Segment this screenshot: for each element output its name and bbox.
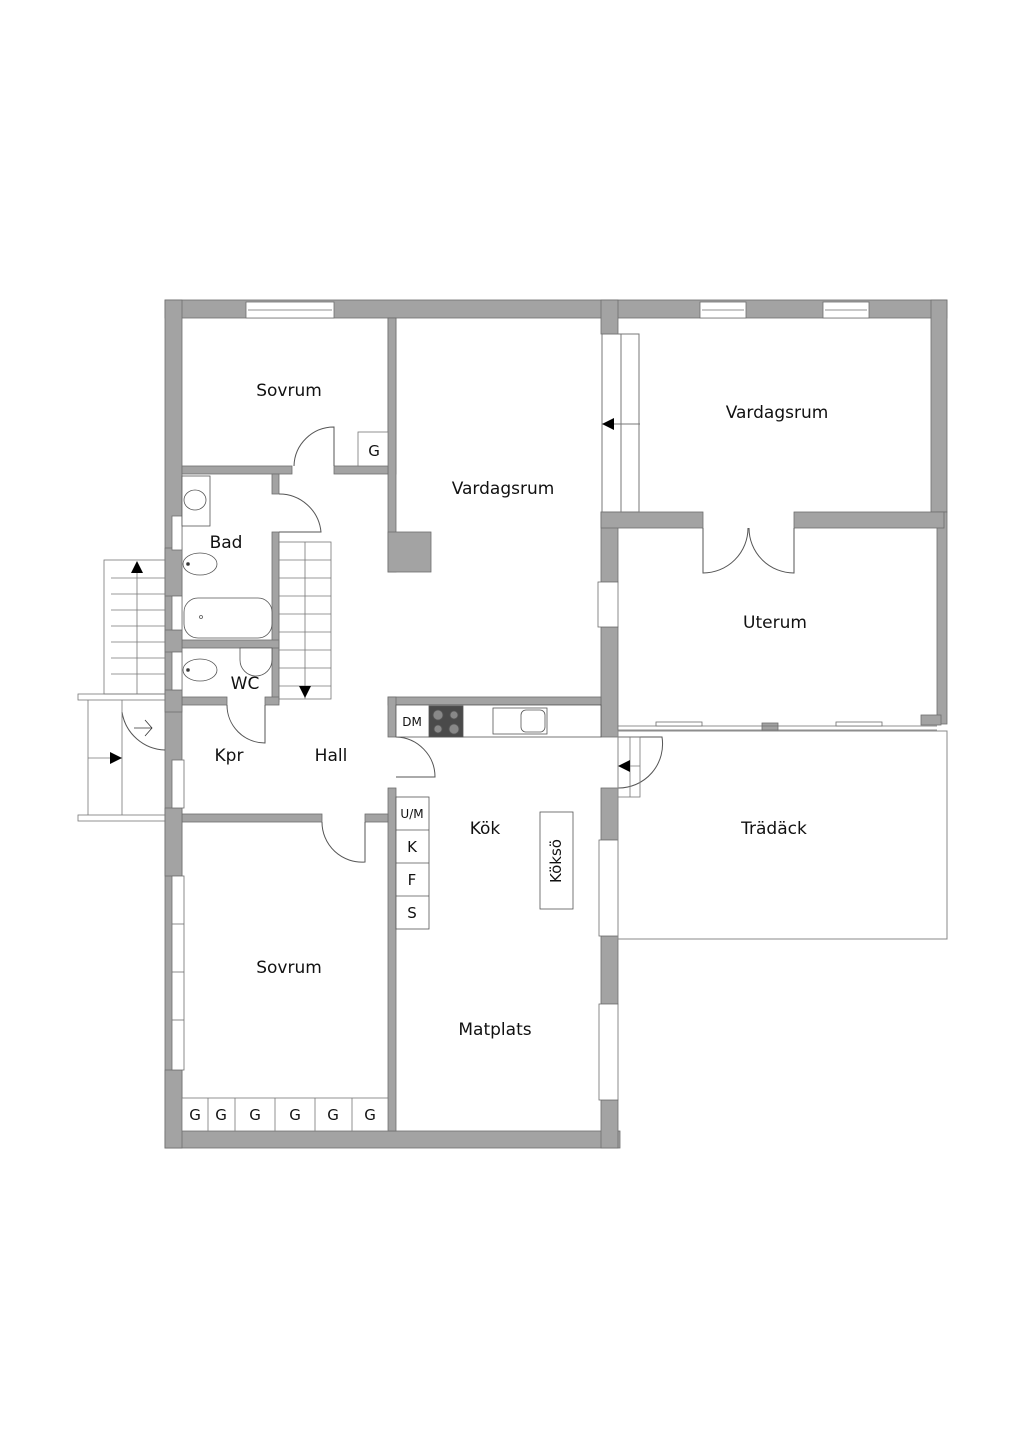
wardrobes [181,431,389,1132]
freezer-label: F [408,871,417,889]
cabinet-label: S [407,904,417,922]
room-label-vardagsrum-center: Vardagsrum [452,479,555,499]
kitchen-fixtures [395,704,602,930]
door-swings [121,426,795,863]
room-label-tradack: Trädäck [740,819,807,839]
bathroom-fixtures [181,475,273,682]
fridge-label: K [407,838,418,856]
wardrobe-label-3: G [249,1106,261,1124]
room-label-hall: Hall [315,746,348,766]
room-label-uterum: Uterum [743,613,807,633]
dishwasher-label: DM [402,715,422,729]
room-label-bad: Bad [210,533,243,553]
wardrobe-label-1: G [189,1106,201,1124]
wardrobe-label-north: G [368,442,380,460]
stairs [77,541,641,822]
oven-micro-label: U/M [400,807,423,821]
room-label-matplats: Matplats [458,1020,531,1040]
room-label-sovrum-north: Sovrum [256,381,322,401]
wardrobe-label-6: G [364,1106,376,1124]
room-label-wc: WC [231,674,260,694]
wardrobe-label-2: G [215,1106,227,1124]
wardrobe-label-4: G [289,1106,301,1124]
room-label-kok: Kök [470,819,501,839]
wardrobe-label-5: G [327,1106,339,1124]
deck-outline [617,730,948,940]
room-label-sovrum-south: Sovrum [256,958,322,978]
island-label: Köksö [547,839,565,883]
sliding-door [601,333,640,513]
room-label-kpr: Kpr [215,746,244,766]
windows [171,301,937,1101]
room-label-vardagsrum-east: Vardagsrum [726,403,829,423]
